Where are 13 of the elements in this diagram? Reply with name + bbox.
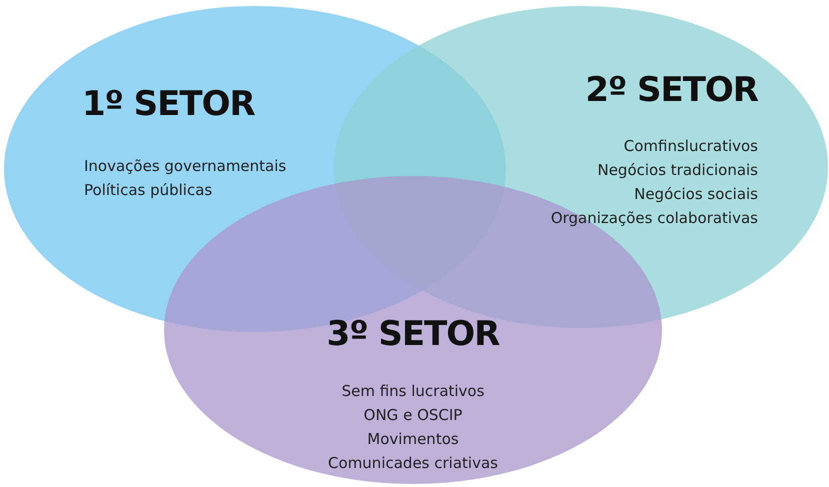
- sector-heading: 2º SETOR: [585, 70, 758, 110]
- list-item: Movimentos: [367, 429, 459, 450]
- list-item: Comfinslucrativos: [624, 136, 758, 157]
- list-item: Organizações colaborativas: [550, 208, 758, 229]
- list-item: Sem fins lucrativos: [342, 381, 484, 402]
- list-item: Negócios sociais: [634, 184, 758, 205]
- list-item: ONG e OSCIP: [364, 405, 462, 426]
- list-item: Comunicades criativas: [328, 453, 498, 474]
- list-item: Inovações governamentais: [84, 156, 286, 177]
- list-item: Negócios tradicionais: [597, 160, 758, 181]
- sector-heading: 1º SETOR: [82, 84, 255, 124]
- list-item: Políticas públicas: [84, 180, 212, 201]
- sector-heading: 3º SETOR: [326, 314, 500, 354]
